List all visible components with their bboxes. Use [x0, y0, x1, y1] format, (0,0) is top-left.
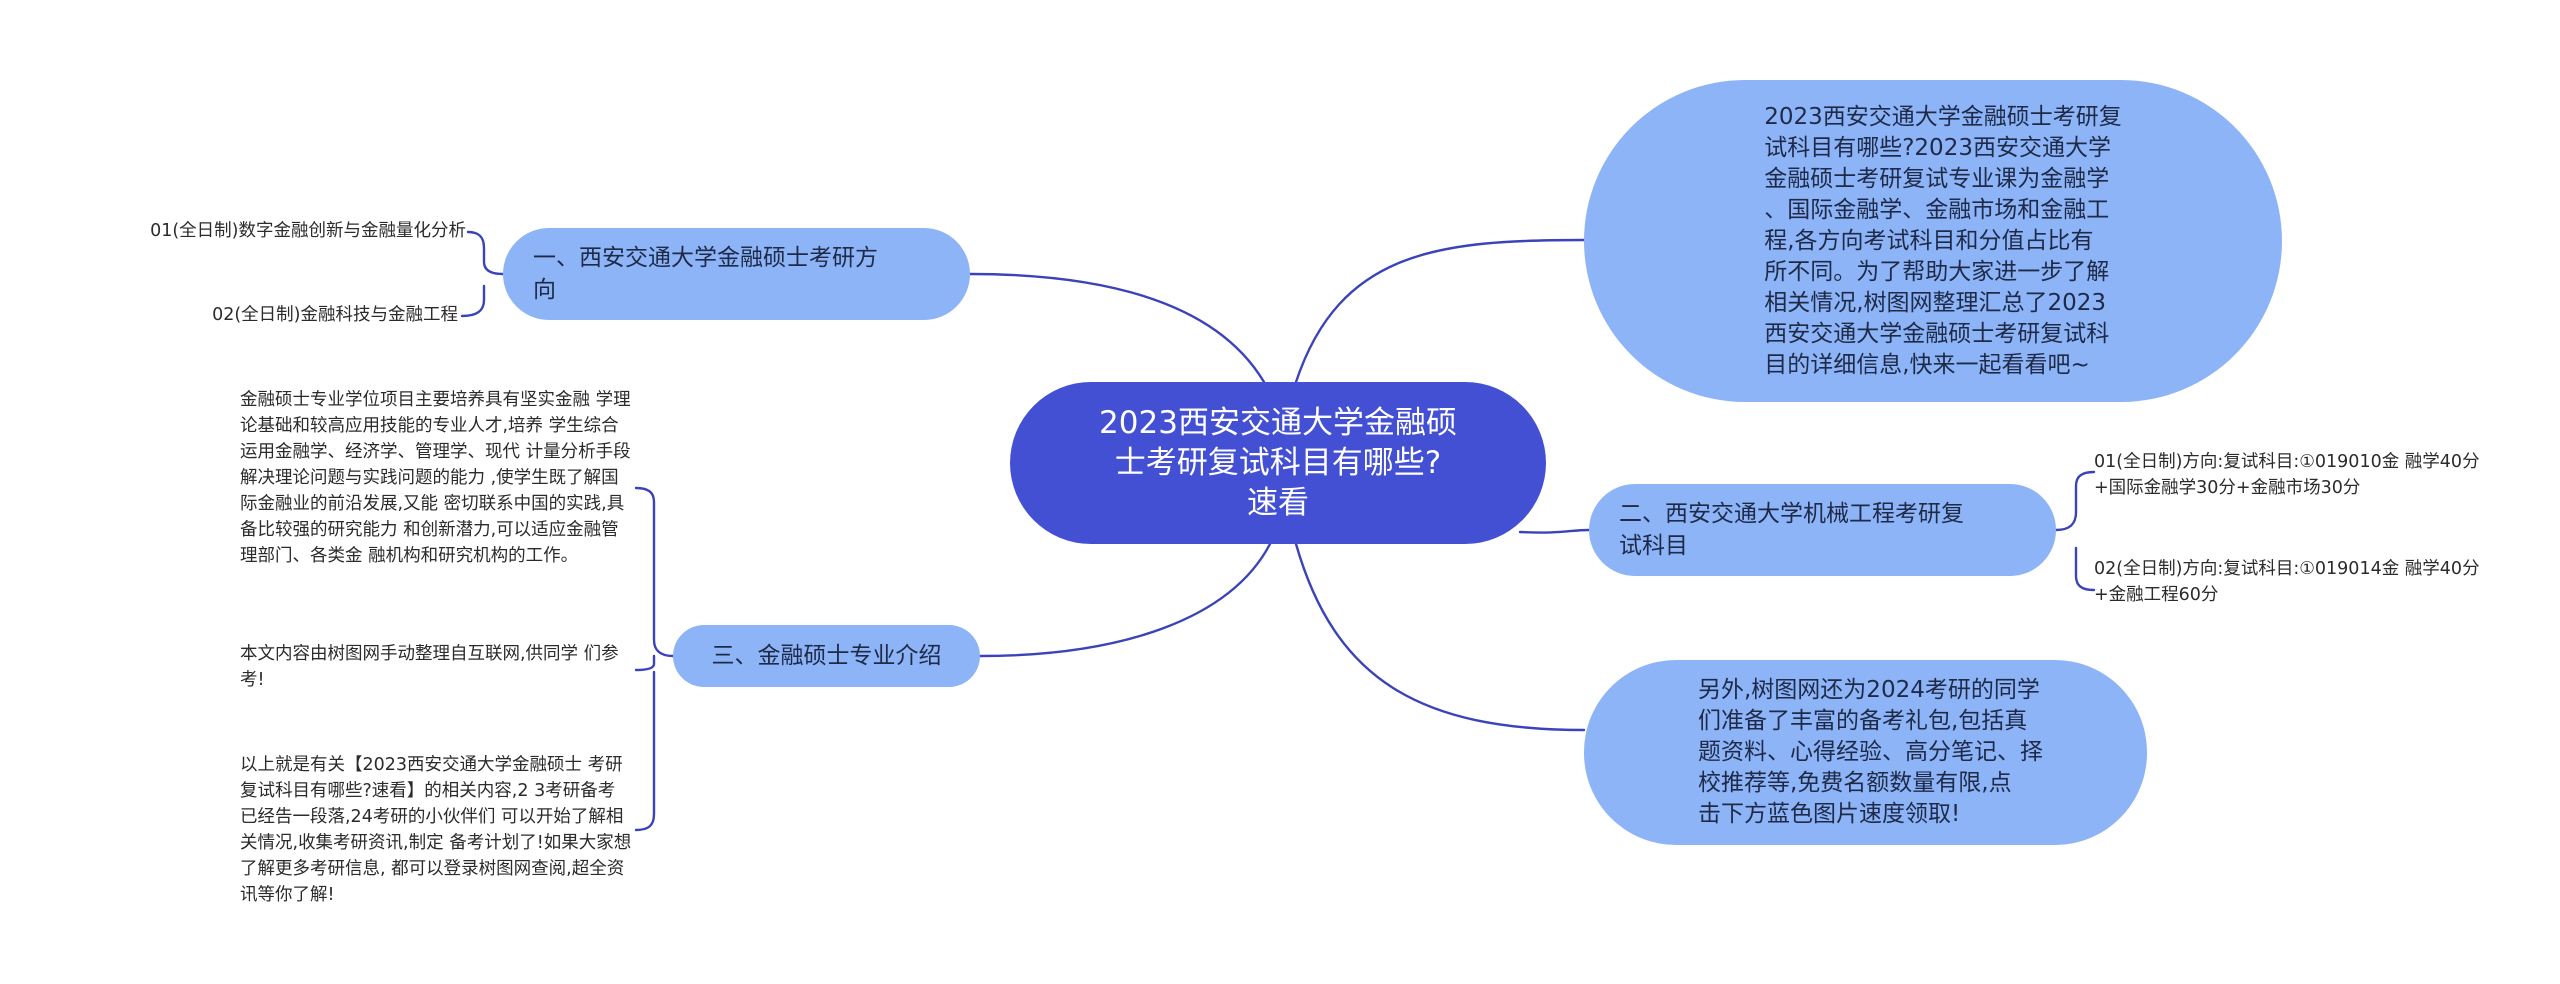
intro-line: 、国际金融学、金融市场和金融工 — [1764, 196, 2110, 223]
promo-line: 另外,树图网还为2024考研的同学 — [1698, 677, 2040, 703]
intro-line: 试科目有哪些?2023西安交通大学 — [1764, 134, 2111, 161]
branch-node-1[interactable]: 一、西安交通大学金融硕士考研方 向 — [503, 228, 970, 320]
intro-bubble[interactable]: 2023西安交通大学金融硕士考研复 试科目有哪些?2023西安交通大学 金融硕士… — [1584, 80, 2282, 402]
intro-line: 相关情况,树图网整理汇总了2023 — [1764, 289, 2107, 316]
branch-2-leaf-2[interactable]: 02(全日制)方向:复试科目:①019014金 融学40分+金融工程60分 — [2094, 556, 2494, 608]
branch-3-leaf-1-line: 学生综合运用金融学、经济学、管理学、现代 — [240, 416, 619, 462]
intro-line: 程,各方向考试科目和分值占比有 — [1764, 227, 2094, 254]
branch-3-leaf-2-line: 们参考! — [240, 644, 619, 690]
promo-line: 题资料、心得经验、高分笔记、择 — [1698, 739, 2043, 765]
branch-2-leaf-1[interactable]: 01(全日制)方向:复试科目:①019010金 融学40分+国际金融学30分+金… — [2094, 449, 2494, 501]
branch-3-leaf-1-line: 和创新潜力,可以适应金融管理部门、各类金 — [240, 520, 619, 566]
central-topic-line-3: 速看 — [1247, 485, 1309, 521]
branch-3-leaf-3-line: 考研复试科目有哪些?速看】的相关内容,2 — [240, 755, 623, 801]
branch-3-leaf-3-line: 可以开始了解相关情况,收集考研资讯,制定 — [240, 807, 624, 853]
connector-central-promo — [1294, 542, 1586, 732]
branch-3-leaf-2[interactable]: 本文内容由树图网手动整理自互联网,供同学 们参考! — [240, 641, 632, 693]
connector-central-intro — [1294, 238, 1586, 384]
connector-central-branch3 — [978, 542, 1272, 658]
central-topic-line-2: 士考研复试科目有哪些? — [1114, 445, 1442, 481]
branch-3-leaf-1-line: 计量分析手段解决理论问题与实践问题的能力 — [240, 442, 631, 488]
branch-1-line-2: 向 — [533, 277, 556, 303]
branch-node-2[interactable]: 二、西安交通大学机械工程考研复 试科目 — [1589, 484, 2056, 576]
branch-3-leaf-3-line: 3考研备考已经告一段落,24考研的小伙伴们 — [240, 781, 616, 827]
branch-3-leaf-1[interactable]: 金融硕士专业学位项目主要培养具有坚实金融 学理论基础和较高应用技能的专业人才,培… — [240, 387, 632, 569]
branch-3-leaf-2-line: 本文内容由树图网手动整理自互联网,供同学 — [240, 644, 579, 664]
branch-3-label: 三、金融硕士专业介绍 — [711, 643, 942, 669]
intro-line: 2023西安交通大学金融硕士考研复 — [1764, 103, 2122, 130]
branch-3-leaf-1-line: 密切联系中国的实践,具备比较强的研究能力 — [240, 494, 625, 540]
branch-2-leaf-2-line-1: 02(全日制)方向:复试科目:①019014金 — [2094, 559, 2400, 579]
branch-3-leaf-3-line: 备考计划了!如果大家想了解更多考研信息, — [240, 833, 632, 879]
central-topic[interactable]: 2023西安交通大学金融硕 士考研复试科目有哪些? 速看 — [1010, 382, 1546, 544]
bracket-branch2 — [2054, 470, 2096, 592]
promo-line: 校推荐等,免费名额数量有限,点 — [1698, 770, 2012, 796]
central-topic-line-1: 2023西安交通大学金融硕 — [1099, 405, 1457, 441]
branch-1-leaf-2[interactable]: 02(全日制)金融科技与金融工程 — [212, 305, 458, 325]
promo-bubble[interactable]: 另外,树图网还为2024考研的同学 们准备了丰富的备考礼包,包括真 题资料、心得… — [1584, 660, 2147, 845]
branch-3-leaf-1-line: 学理论基础和较高应用技能的专业人才,培养 — [240, 390, 631, 436]
branch-3-leaf-3-line: 都可以登录树图网查阅,超全资讯等你了解! — [240, 859, 625, 905]
branch-3-leaf-3-line: 以上就是有关【2023西安交通大学金融硕士 — [240, 755, 583, 775]
intro-line: 西安交通大学金融硕士考研复试科 — [1764, 320, 2110, 347]
branch-3-leaf-1-line: 金融硕士专业学位项目主要培养具有坚实金融 — [240, 390, 590, 410]
intro-line: 金融硕士考研复试专业课为金融学 — [1764, 165, 2110, 192]
bracket-branch3 — [634, 486, 675, 832]
branch-3-leaf-3[interactable]: 以上就是有关【2023西安交通大学金融硕士 考研复试科目有哪些?速看】的相关内容… — [240, 752, 632, 908]
branch-2-leaf-1-line-2: 融学40分+国际金融学30分+金融市场30分 — [2094, 452, 2480, 498]
bracket-branch1 — [460, 230, 505, 318]
connector-central-branch2 — [1518, 528, 1591, 534]
branch-3-leaf-1-line: 融机构和研究机构的工作。 — [368, 546, 579, 566]
intro-line: 目的详细信息,快来一起看看吧~ — [1764, 351, 2090, 378]
connector-central-branch1 — [968, 272, 1266, 384]
branch-2-leaf-2-line-2: 融学40分+金融工程60分 — [2094, 559, 2480, 605]
branch-2-line-2: 试科目 — [1619, 533, 1688, 559]
branch-node-3[interactable]: 三、金融硕士专业介绍 — [673, 625, 980, 687]
branch-2-leaf-1-line-1: 01(全日制)方向:复试科目:①019010金 — [2094, 452, 2400, 472]
branch-2-line-1: 二、西安交通大学机械工程考研复 — [1619, 501, 1964, 527]
promo-line: 们准备了丰富的备考礼包,包括真 — [1698, 708, 2028, 734]
branch-3-leaf-1-line: ,使学生既了解国际金融业的前沿发展,又能 — [240, 468, 619, 514]
promo-line: 击下方蓝色图片速度领取! — [1698, 801, 1961, 827]
intro-line: 所不同。为了帮助大家进一步了解 — [1764, 258, 2110, 285]
branch-1-leaf-1[interactable]: 01(全日制)数字金融创新与金融量化分析 — [150, 221, 466, 241]
branch-1-line-1: 一、西安交通大学金融硕士考研方 — [533, 245, 878, 271]
